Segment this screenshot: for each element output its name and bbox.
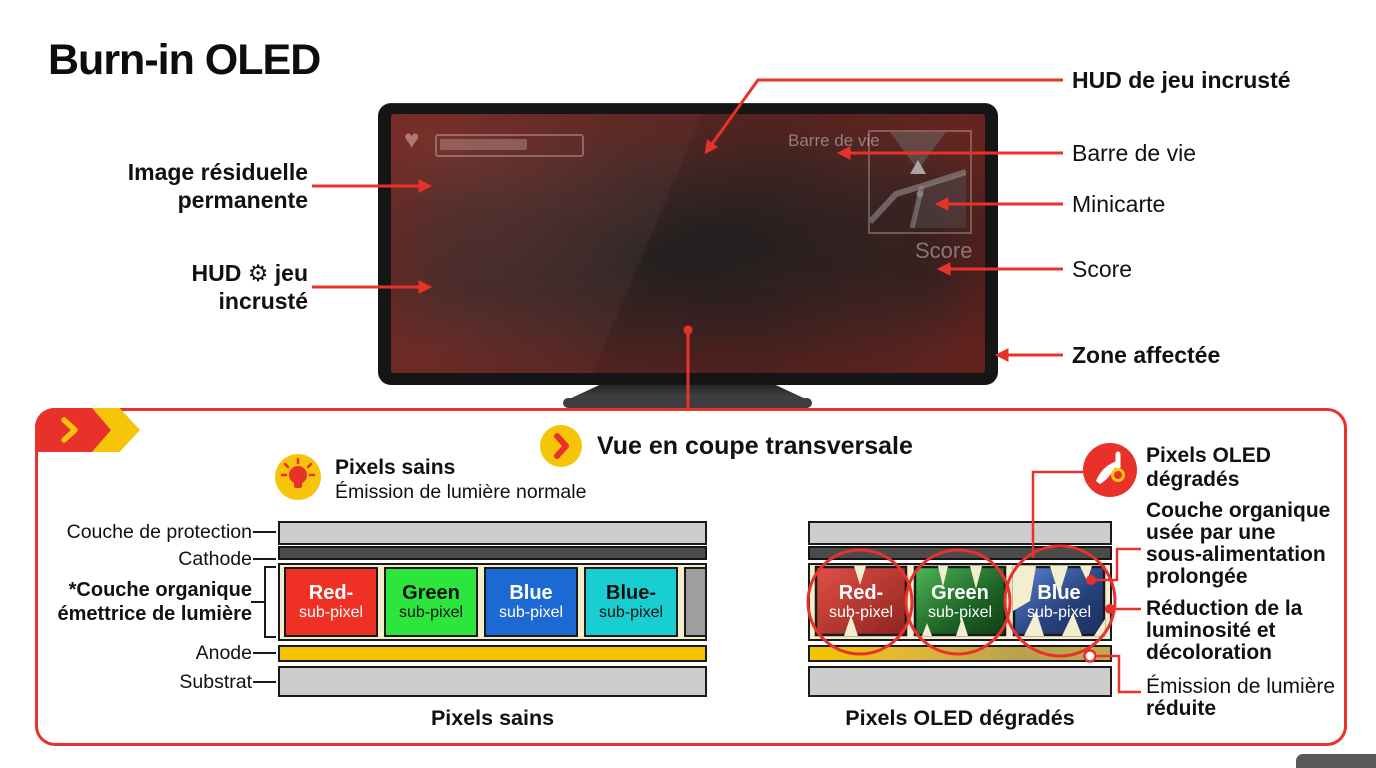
subpixel-blue: Blue sub-pixel	[484, 567, 578, 637]
section-title: Vue en coupe transversale	[597, 432, 913, 460]
degraded-subpixel-red: Red- sub-pixel	[816, 567, 906, 637]
degraded-red-type: sub-pixel	[828, 604, 894, 621]
health-bar	[435, 134, 584, 157]
subpixel-cyan-name: Blue-	[606, 582, 656, 604]
layer-substrate	[278, 666, 707, 697]
degraded-green-type: sub-pixel	[927, 604, 993, 621]
subpixel-partial-gray	[684, 567, 705, 637]
layer-protection	[278, 521, 707, 545]
subpixel-red-name: Red-	[308, 582, 354, 604]
health-bar-fill	[440, 139, 527, 150]
callout-barre-de-vie: Barre de vie	[1072, 140, 1197, 166]
degraded-badge	[1083, 443, 1137, 497]
layer-label-substrate: Substrat	[179, 671, 252, 693]
subpixel-green-name: Green	[402, 582, 460, 604]
subpixel-blue-type: sub-pixel	[498, 604, 564, 621]
score-ghost-label: Score	[915, 238, 973, 263]
minimap-road	[867, 169, 967, 225]
callout-hud-right: HUD de jeu incrusté	[1072, 67, 1291, 93]
note-emission-reduite: Émission de lumière réduite	[1146, 676, 1342, 720]
page-title: Burn-in OLED	[48, 36, 321, 84]
player-marker-icon	[910, 160, 926, 174]
degraded-red-name: Red-	[838, 582, 884, 604]
degraded-subpixel-green: Green sub-pixel	[915, 567, 1005, 637]
layer-protection-degraded	[808, 521, 1112, 545]
wilted-leaf-warning-icon	[1096, 451, 1125, 484]
degraded-blue-name: Blue	[1037, 582, 1081, 604]
healthy-badge	[275, 454, 321, 500]
callout-minicarte: Minicarte	[1072, 191, 1166, 217]
healthy-header-subtitle: Émission de lumière normale	[335, 481, 587, 503]
layer-label-anode: Anode	[195, 642, 252, 664]
subpixel-red-type: sub-pixel	[298, 604, 364, 621]
degraded-caption: Pixels OLED dégradés	[845, 706, 1075, 730]
ribbon-chevron-icon	[61, 417, 78, 443]
layer-label-protection: Couche de protection	[66, 521, 252, 543]
heart-icon: ♥	[404, 124, 420, 154]
subpixel-cyan: Blue- sub-pixel	[584, 567, 678, 637]
layer-cathode	[278, 546, 707, 560]
layer-substrate-degraded	[808, 666, 1112, 697]
chevron-right-icon	[554, 433, 569, 459]
minimap-graphic	[867, 132, 967, 229]
subpixel-cyan-type: sub-pixel	[598, 604, 664, 621]
monitor-stand-base	[563, 398, 812, 408]
healthy-caption: Pixels sains	[430, 706, 555, 730]
layer-organic: Red- sub-pixel Green sub-pixel Blue sub-…	[278, 563, 707, 641]
minimap	[867, 130, 972, 234]
layer-anode-degraded	[808, 645, 1112, 662]
healthy-diagram: Red- sub-pixel Green sub-pixel Blue sub-…	[278, 519, 707, 697]
subpixel-green: Green sub-pixel	[384, 567, 478, 637]
minimap-dot	[916, 190, 924, 198]
note-emission-reduite-bold: réduite	[1146, 697, 1217, 720]
degraded-subpixel-blue: Blue sub-pixel	[1014, 567, 1104, 637]
degraded-header-title: Pixels OLED dégradés	[1146, 444, 1271, 491]
subpixel-blue-name: Blue	[509, 582, 553, 604]
layer-label-cathode: Cathode	[178, 548, 252, 570]
note-emission-reduite-regular: Émission de lumière	[1146, 675, 1336, 698]
degraded-blue-type: sub-pixel	[1026, 604, 1092, 621]
note-reduction-luminosite: Réduction de la luminosité et décolorati…	[1146, 597, 1303, 664]
callout-score: Score	[1072, 256, 1133, 282]
layer-cathode-degraded	[808, 546, 1112, 560]
subpixel-green-type: sub-pixel	[398, 604, 464, 621]
layer-anode	[278, 645, 707, 662]
layer-organic-degraded: Red- sub-pixel Green sub-pixel Blue sub-…	[808, 563, 1112, 641]
callout-zone-affectee: Zone affectée	[1072, 342, 1221, 368]
note-couche-organique-usee: Couche organique usée par une sous-alime…	[1146, 499, 1331, 588]
subpixel-red: Red- sub-pixel	[284, 567, 378, 637]
section-chevron-badge	[540, 425, 582, 467]
callout-hud-left: HUD ⚙ jeu incrusté	[191, 260, 308, 314]
degraded-diagram: Red- sub-pixel Green sub-pixel Blue sub-…	[808, 519, 1112, 697]
health-bar-ghost-label: Barre de vie	[788, 131, 880, 150]
healthy-header-title: Pixels sains	[335, 456, 456, 479]
lightbulb-icon	[280, 457, 316, 488]
corner-watermark	[1296, 754, 1376, 768]
layer-label-organic: *Couche organique émettrice de lumière	[57, 579, 252, 625]
callout-image-residuelle: Image résiduelle permanente	[127, 159, 308, 213]
degraded-green-name: Green	[931, 582, 989, 604]
